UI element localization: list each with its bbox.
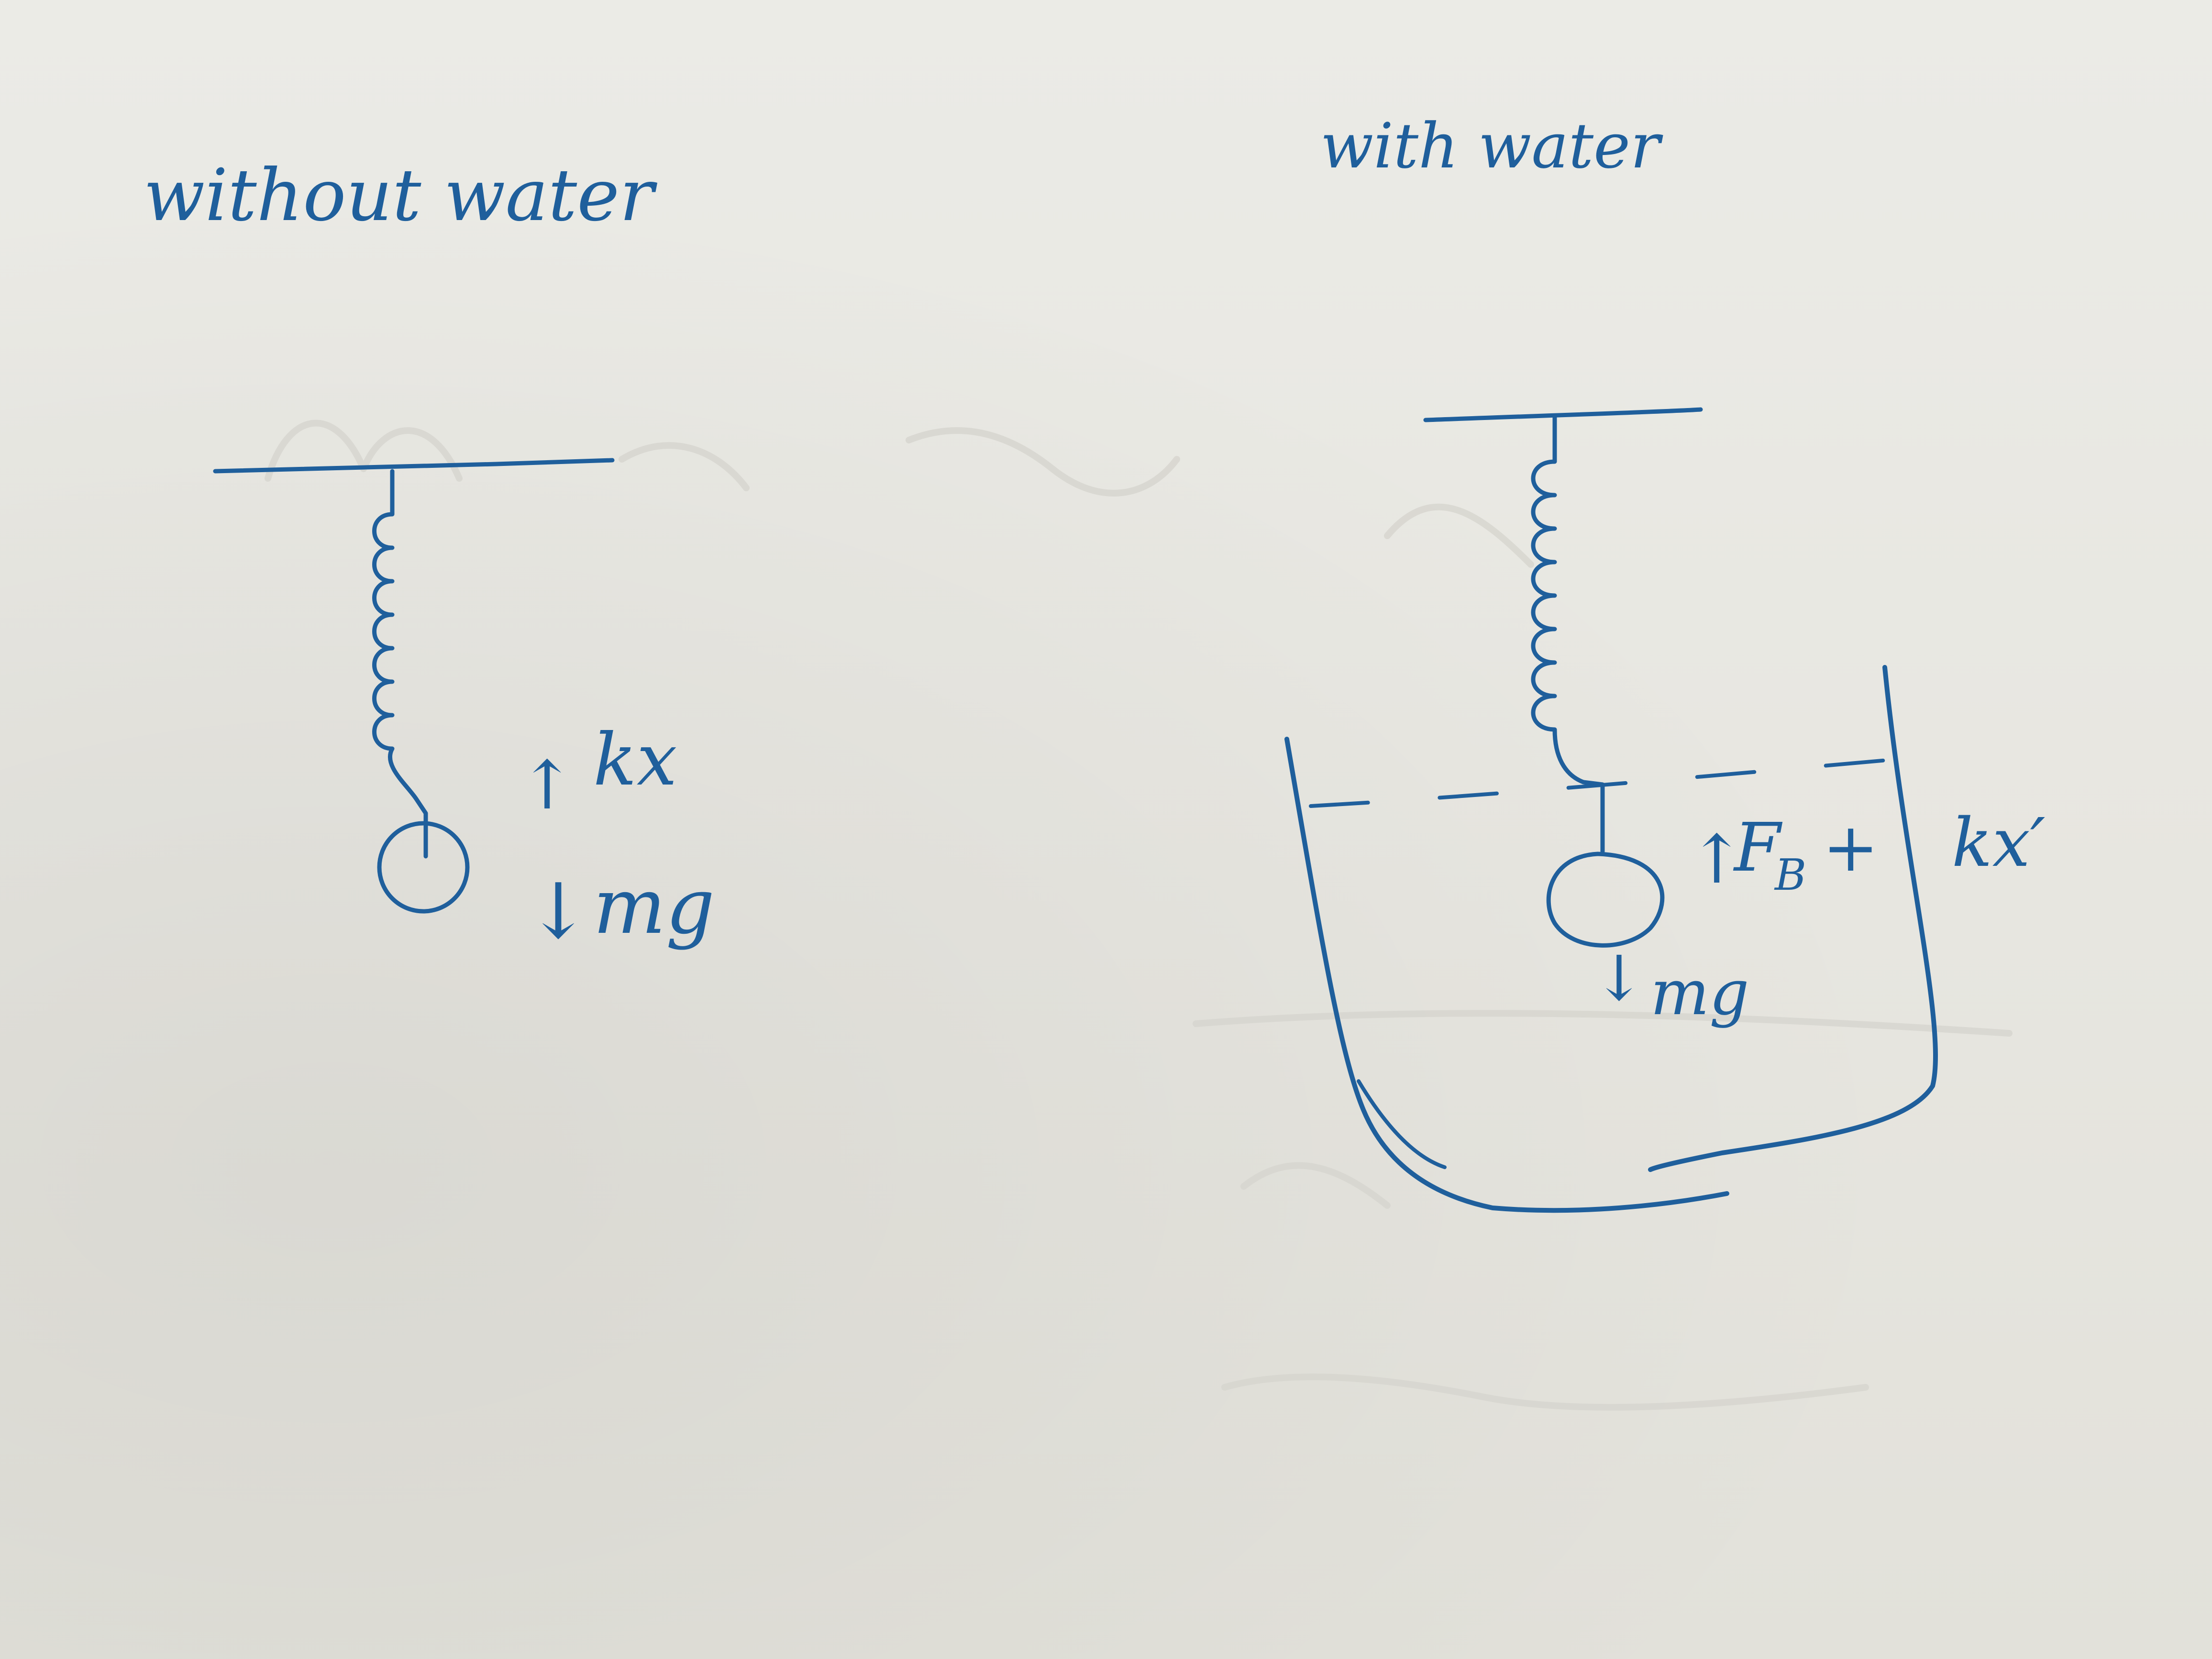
arrow-up-icon: ↑ — [1689, 821, 1745, 899]
spring-left — [372, 469, 428, 859]
ceiling-line-left — [213, 458, 615, 474]
beaker-inner-curve — [1357, 1079, 1447, 1169]
arrow-down-icon: ↓ — [1593, 942, 1645, 1015]
ceiling-line-right — [1423, 407, 1703, 422]
force-label-kx-prime: kx′ — [1952, 804, 2046, 882]
force-label-buoyancy: F — [1733, 809, 1783, 887]
force-label-mg-left: mg — [593, 862, 715, 951]
diagram-with-water: with water ↑ F B + kx′ ↓ mg — [1284, 110, 2046, 1213]
force-subscript-b: B — [1774, 850, 1806, 900]
mass-ball-left — [377, 821, 470, 914]
force-label-mg-right: mg — [1650, 956, 1749, 1029]
beaker-right-wall — [1648, 665, 1938, 1172]
diagram-without-water: without water ↑ kx ↓ mg — [144, 154, 715, 956]
arrow-up-icon: ↑ — [519, 747, 575, 825]
water-surface-line — [1309, 756, 1911, 808]
show-through-writing — [265, 420, 2013, 1411]
arrow-down-icon: ↓ — [526, 866, 590, 956]
plus-sign: + — [1823, 809, 1879, 887]
spring-right — [1531, 414, 1605, 854]
beaker-left-wall — [1284, 737, 1729, 1213]
mass-ball-right — [1546, 852, 1665, 948]
caption-without-water: without water — [144, 154, 658, 237]
caption-with-water: with water — [1320, 110, 1663, 182]
force-label-kx: kx — [593, 719, 677, 802]
